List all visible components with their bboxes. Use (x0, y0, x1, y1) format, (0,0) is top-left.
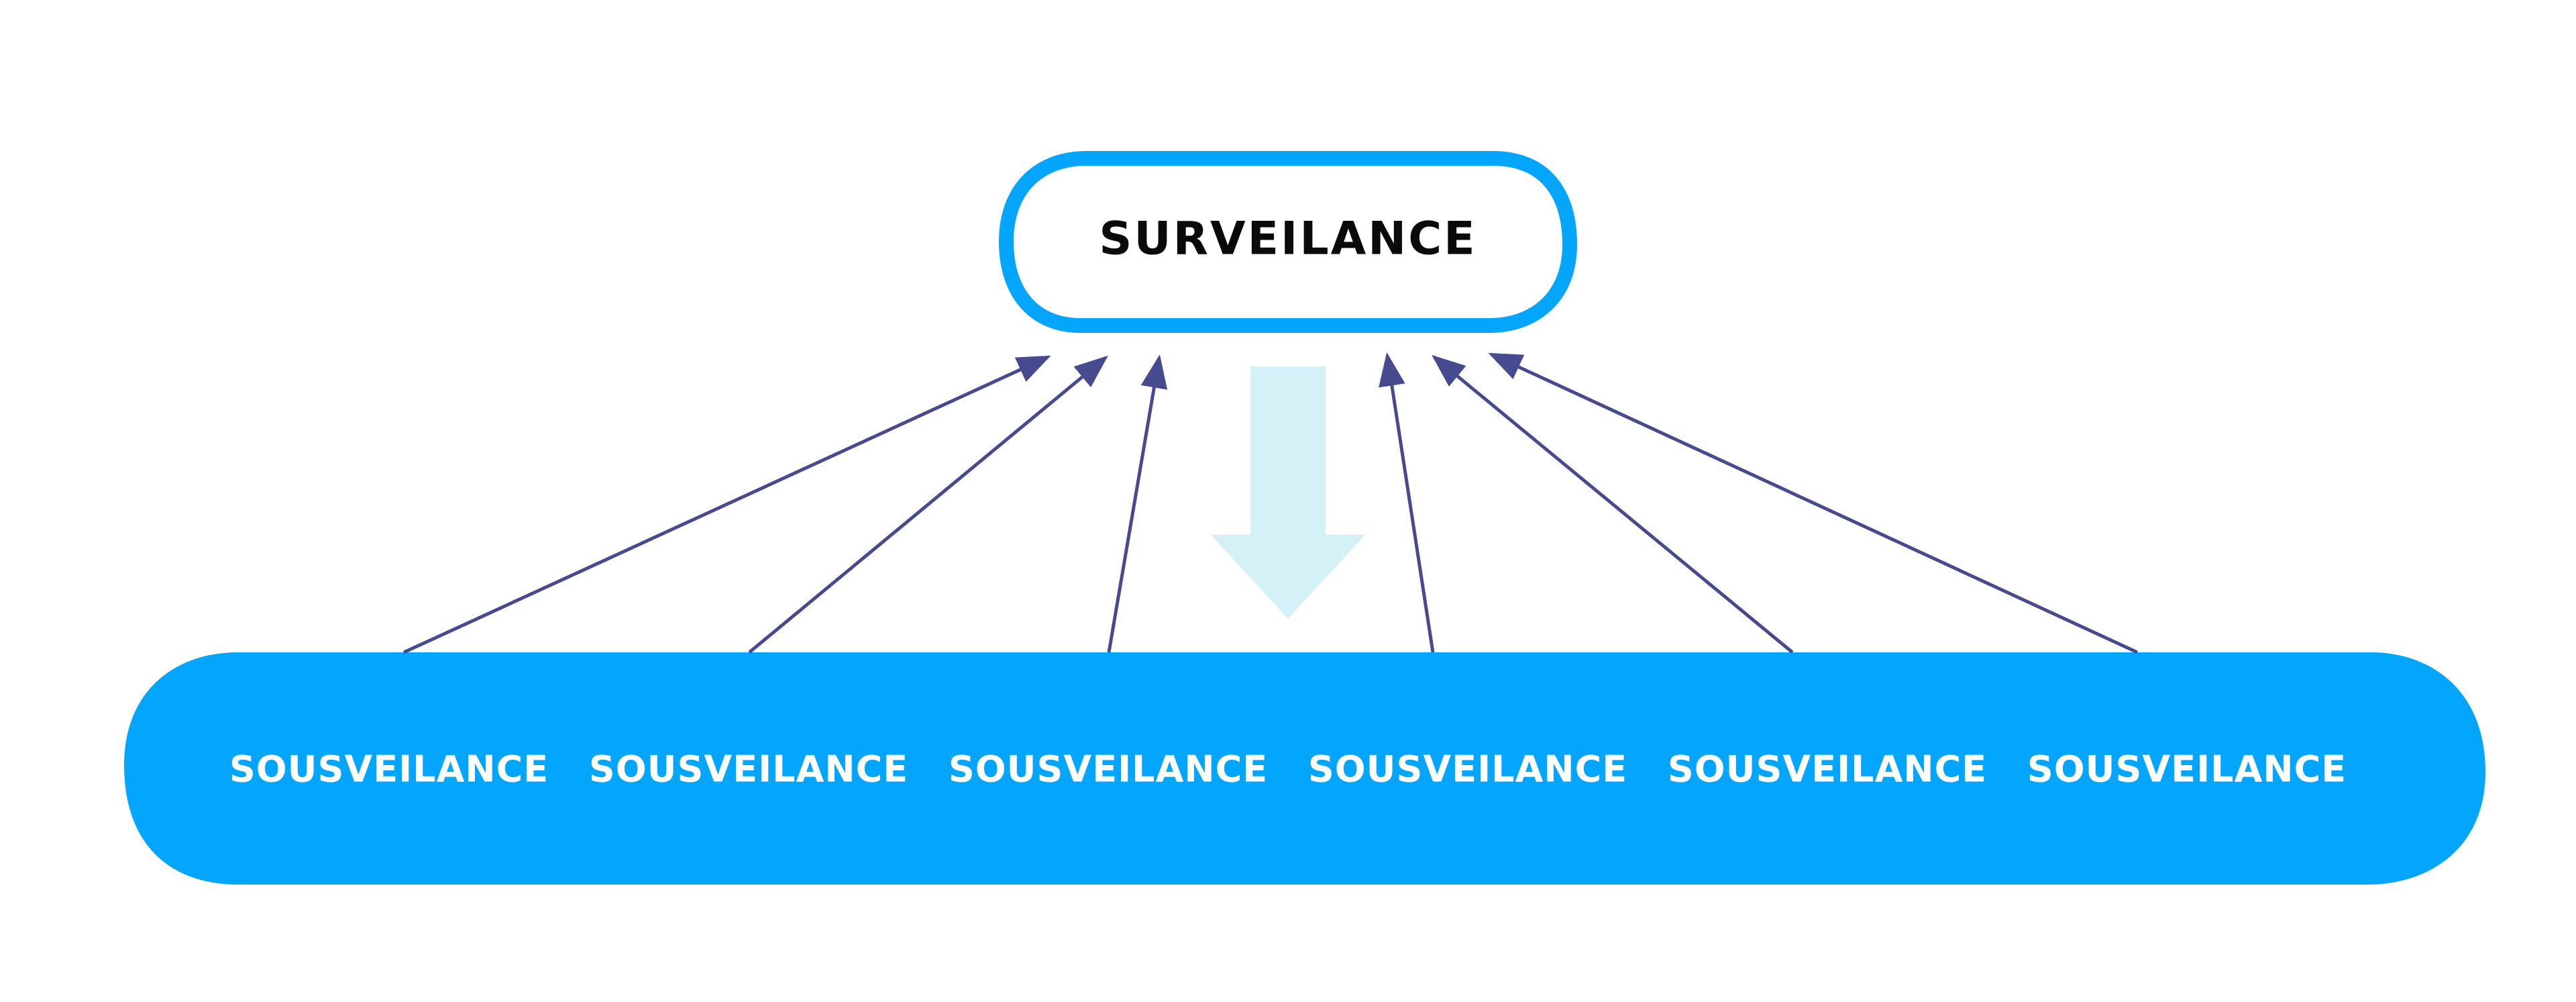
sousveilance-label-3: SOUSVEILANCE (949, 748, 1268, 791)
upward-arrows (402, 352, 2139, 654)
sousveilance-label-6: SOUSVEILANCE (2027, 748, 2347, 791)
upward-arrow-1 (402, 355, 1051, 654)
sousveilance-bar (124, 652, 2485, 885)
sousveilance-label-1: SOUSVEILANCE (229, 748, 549, 791)
surveilance-node (998, 151, 1578, 333)
sousveilance-label-4: SOUSVEILANCE (1308, 748, 1627, 791)
sousveilance-label-5: SOUSVEILANCE (1668, 748, 1987, 791)
upward-arrow-2 (748, 355, 1108, 654)
down-arrow (1211, 366, 1365, 619)
upward-arrow-5 (1432, 354, 1794, 654)
upward-arrow-3 (1107, 354, 1168, 653)
upward-arrow-6 (1488, 352, 2139, 654)
upward-arrow-4 (1379, 352, 1435, 653)
surveilance-label: SURVEILANCE (1099, 213, 1477, 266)
sousveilance-label-2: SOUSVEILANCE (589, 748, 908, 791)
